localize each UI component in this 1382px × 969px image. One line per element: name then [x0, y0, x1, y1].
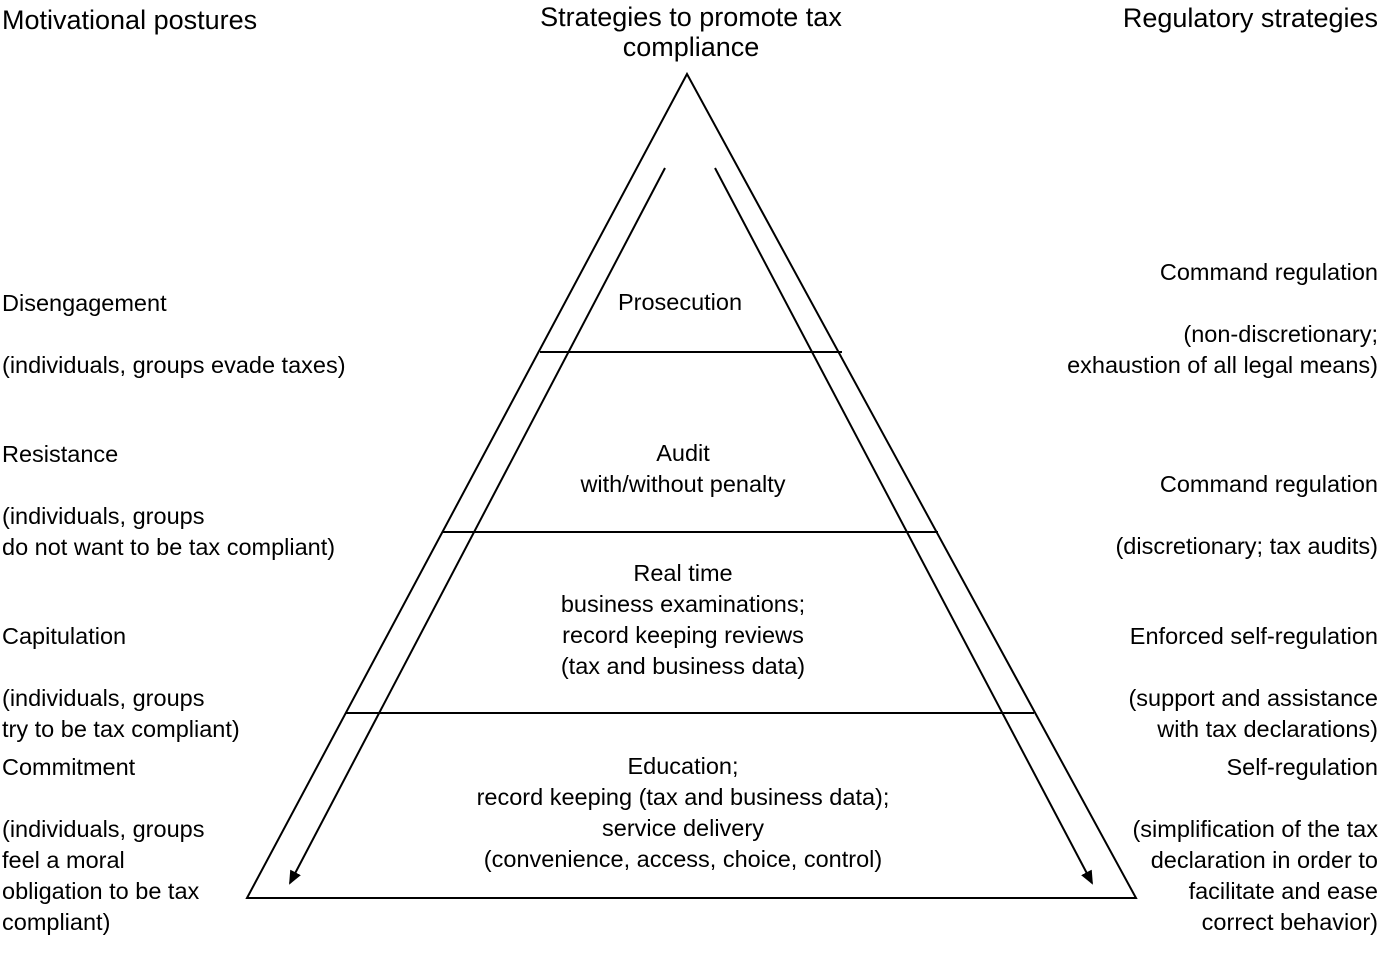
regulatory-name: Self-regulation	[1226, 754, 1378, 780]
posture-detail: (individuals, groups evade taxes)	[2, 352, 346, 378]
posture-detail: (individuals, groups try to be tax compl…	[2, 685, 240, 742]
posture-commitment: Commitment (individuals, groups feel a m…	[2, 721, 204, 969]
pyramid-outline	[245, 71, 1138, 899]
posture-detail: (individuals, groups do not want to be t…	[2, 503, 336, 560]
regulatory-name: Command regulation	[1159, 259, 1378, 285]
escalation-arrow-right	[714, 167, 1093, 885]
posture-name: Disengagement	[2, 290, 167, 316]
compliance-pyramid	[245, 71, 1138, 899]
regulatory-enforced-self-regulation: Enforced self-regulation (support and as…	[1128, 590, 1378, 776]
header-strategies: Strategies to promote tax compliance	[540, 2, 842, 62]
regulatory-self-regulation: Self-regulation (simplification of the t…	[1132, 721, 1378, 969]
strategy-education-service: Education; record keeping (tax and busin…	[476, 753, 890, 872]
strategy-audit: Audit with/without penalty	[580, 440, 786, 497]
regulatory-detail: (simplification of the tax declaration i…	[1132, 816, 1378, 935]
strategy-prosecution: Prosecution	[617, 289, 743, 315]
regulatory-name: Command regulation	[1159, 471, 1378, 497]
regulatory-command-discretionary: Command regulation (discretionary; tax a…	[1115, 438, 1378, 593]
posture-disengagement: Disengagement (individuals, groups evade…	[2, 257, 346, 412]
regulatory-name: Enforced self-regulation	[1129, 623, 1378, 649]
posture-name: Capitulation	[2, 623, 127, 649]
posture-name: Resistance	[2, 441, 119, 467]
header-regulatory-strategies: Regulatory strategies	[1122, 3, 1378, 33]
posture-capitulation: Capitulation (individuals, groups try to…	[2, 590, 240, 776]
regulatory-detail: (discretionary; tax audits)	[1115, 533, 1378, 559]
strategy-real-time-examinations: Real time business examinations; record …	[560, 560, 806, 679]
regulatory-detail: (support and assistance with tax declara…	[1128, 685, 1378, 742]
regulatory-detail: (non-discretionary; exhaustion of all le…	[1067, 321, 1378, 378]
posture-detail: (individuals, groups feel a moral obliga…	[2, 816, 205, 935]
posture-name: Commitment	[2, 754, 136, 780]
regulatory-command-nondiscretionary: Command regulation (non-discretionary; e…	[1067, 226, 1378, 412]
escalation-arrow-left	[289, 167, 666, 885]
header-motivational-postures: Motivational postures	[2, 5, 258, 35]
posture-resistance: Resistance (individuals, groups do not w…	[2, 408, 335, 594]
